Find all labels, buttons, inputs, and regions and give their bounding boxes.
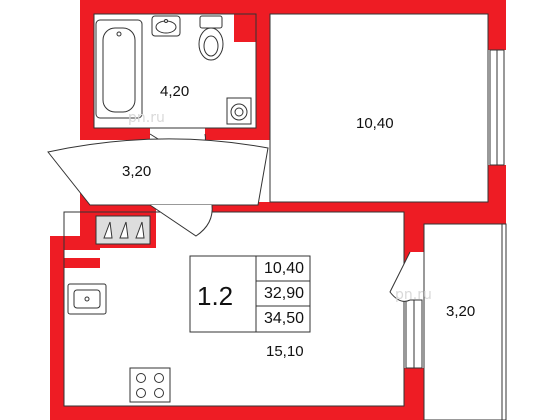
room-inner-outline [269, 13, 489, 203]
toilet-icon [198, 15, 224, 61]
stove-icon [129, 367, 171, 403]
wall-balcony-pillar [404, 212, 424, 252]
wall-kitchen-left [50, 236, 64, 420]
wall-balcony-top [404, 202, 506, 224]
wall-bathroom-bottom-left [80, 128, 150, 140]
wall-bathroom-top [80, 0, 270, 14]
sink-icon [151, 15, 181, 37]
total-area-value: 32,90 [264, 285, 305, 302]
windows [405, 49, 507, 420]
wall-right-top [488, 0, 506, 50]
wall-bathroom-left [80, 0, 94, 140]
apartment-code: 1.2 [197, 281, 234, 311]
living-area-value: 10,40 [264, 260, 305, 277]
washing-machine-icon [226, 97, 252, 125]
kitchen-inner-outline [63, 211, 405, 407]
area-summary-frame [189, 255, 311, 333]
boiler-icon [95, 215, 151, 245]
doors [47, 133, 411, 302]
kitchen-area-label: 15,10 [266, 343, 304, 360]
wall-room-top [256, 0, 506, 14]
balcony-inner-outline [423, 223, 507, 420]
walls [50, 0, 506, 420]
wall-bathroom-bottom-right [205, 128, 270, 140]
room-area-label: 10,40 [356, 115, 394, 132]
balcony-area-label: 3,20 [446, 303, 476, 320]
room-door [149, 204, 213, 237]
total-with-balcony-value: 34,50 [264, 310, 305, 327]
wall-bathroom-right [256, 0, 270, 140]
entrance-door-arc [47, 138, 269, 206]
wall-bathroom-pocket [234, 14, 256, 42]
watermark-bathroom: pn.ru [128, 110, 165, 126]
wall-room-divider [212, 202, 417, 212]
kitchen-sink-icon [67, 283, 107, 315]
wall-kitchen-inner-ledge [64, 258, 100, 268]
wall-right-mid [488, 165, 506, 210]
bathroom-area-label: 4,20 [160, 83, 190, 100]
wall-kitchen-bottom [50, 406, 424, 420]
balcony-door-arc [389, 251, 411, 302]
bathtub-icon [95, 19, 143, 119]
watermark-balcony: pn.ru [395, 287, 432, 303]
inner-outlines [63, 13, 507, 420]
bathroom-inner-outline [93, 13, 257, 129]
hall-area-label: 3,20 [122, 163, 152, 180]
